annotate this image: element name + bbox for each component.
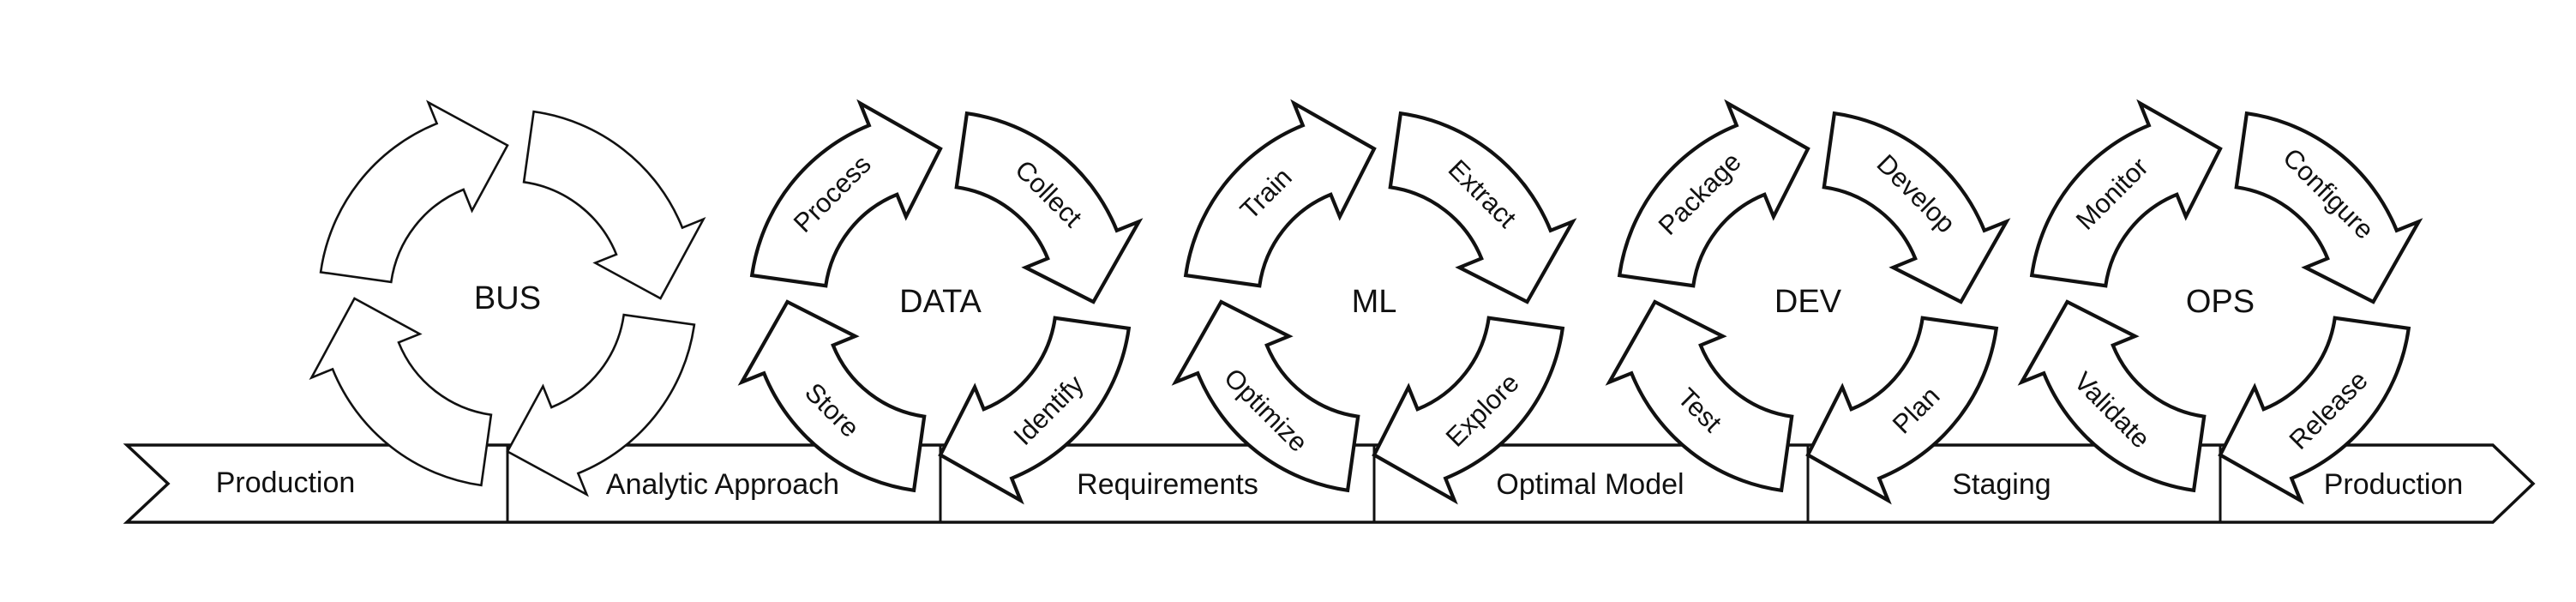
- cycle-arrow: [1183, 99, 1377, 288]
- band-label: Production: [2324, 468, 2464, 501]
- cycle-title: BUS: [474, 280, 541, 316]
- cycle-arrow: [1617, 99, 1810, 288]
- cycle-title: OPS: [2186, 284, 2255, 320]
- band-label: Production: [216, 467, 356, 499]
- band-label: Requirements: [1077, 468, 1258, 501]
- cycle-arrow: [1805, 316, 1999, 505]
- cycles: BUS DATACollectIdentifyStoreProcessMLExtr…: [309, 99, 2423, 505]
- cycle-arrow: [2029, 99, 2223, 288]
- cycle-arrow: [1822, 111, 2011, 304]
- band-label: Optimal Model: [1496, 468, 1684, 501]
- cycle-arrow: [1372, 316, 1565, 505]
- cycle-bus: BUS: [309, 99, 706, 497]
- cycle-arrow: [749, 99, 943, 288]
- cycle-arrow: [506, 313, 696, 497]
- cycle-title: DATA: [899, 284, 982, 320]
- cycle-arrow: [319, 99, 509, 284]
- cycle-arrow: [1171, 299, 1360, 493]
- cycle-arrow: [1388, 111, 1577, 304]
- cycle-arrow: [737, 299, 927, 493]
- band-labels: Production Analytic Approach Requirements O…: [216, 467, 2464, 501]
- cycle-title: DEV: [1774, 284, 1842, 320]
- cycle-arrow: [2234, 111, 2423, 304]
- cycle-arrow: [1605, 299, 1794, 493]
- cycle-arrow: [954, 111, 1144, 304]
- cycle-arrow: [938, 316, 1132, 505]
- cycle-arrow: [522, 110, 706, 300]
- cycle-arrow: [2017, 299, 2207, 493]
- band-label: Staging: [1952, 468, 2051, 501]
- cycle-arrow: [309, 297, 493, 487]
- cycle-title: ML: [1352, 284, 1397, 320]
- band-label: Analytic Approach: [606, 468, 839, 501]
- cycle-arrow: [2218, 316, 2411, 505]
